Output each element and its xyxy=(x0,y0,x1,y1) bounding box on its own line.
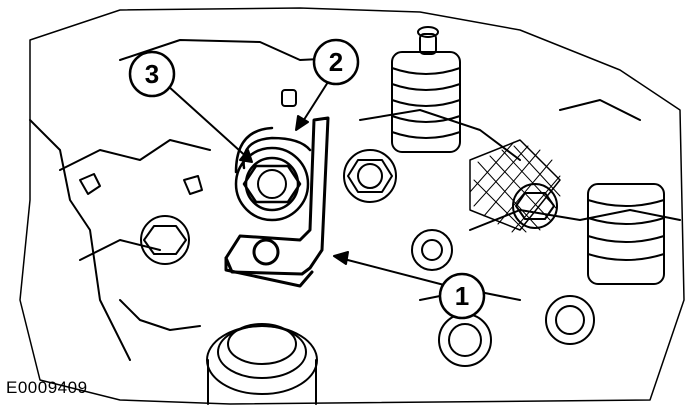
bolt-lower-right xyxy=(411,229,595,367)
bolt-right xyxy=(512,183,558,229)
small-feature-3 xyxy=(281,89,297,107)
leader-line-2 xyxy=(299,81,329,127)
leader-line-1 xyxy=(339,257,449,287)
valve-spring-right xyxy=(587,183,665,285)
clip-bracket xyxy=(224,116,330,288)
callout-1-label: 1 xyxy=(455,281,469,311)
small-feature-2 xyxy=(183,175,203,195)
callout-3-label: 3 xyxy=(145,59,159,89)
bolt-left xyxy=(140,215,190,265)
main-bolt xyxy=(234,146,310,222)
callout-2-label: 2 xyxy=(329,47,343,77)
casting-edge-left xyxy=(29,119,131,361)
leader-arrow-1 xyxy=(333,251,349,265)
figure-code: E0009409 xyxy=(6,378,88,397)
callout-2: 2 xyxy=(312,38,360,86)
callout-1: 1 xyxy=(438,272,486,320)
leader-arrow-2 xyxy=(295,115,309,131)
casting-outline xyxy=(19,7,685,405)
small-feature-1 xyxy=(79,173,101,195)
leader-arrow-3 xyxy=(239,149,253,163)
valve-spring-bottom xyxy=(206,323,318,405)
leader-line-3 xyxy=(167,85,251,161)
callout-3: 3 xyxy=(128,50,176,98)
valve-spring-top xyxy=(391,26,461,153)
hatched-area xyxy=(469,139,561,233)
bolt-center xyxy=(343,149,397,203)
